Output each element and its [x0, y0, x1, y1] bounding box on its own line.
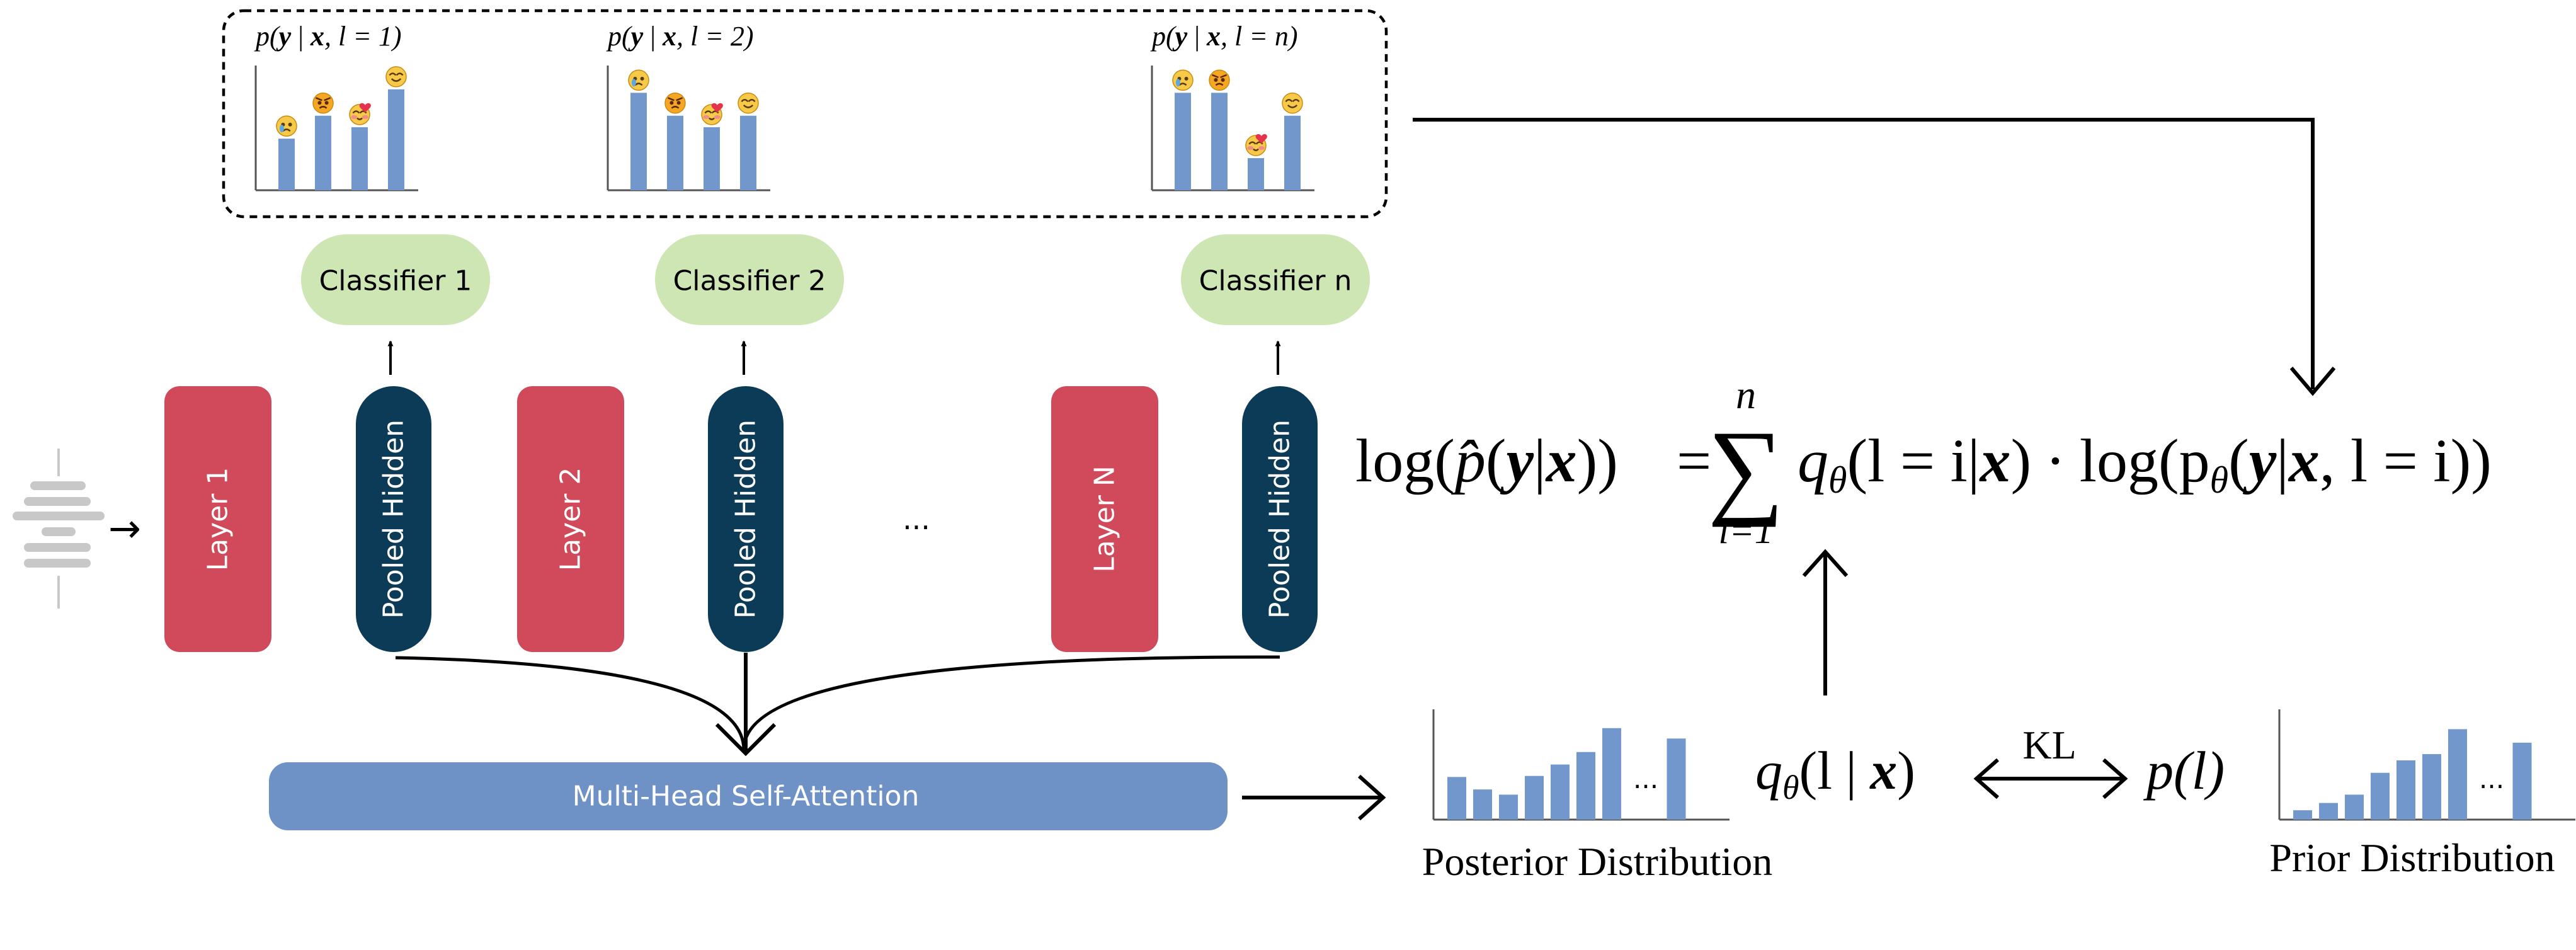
- formula-sum-symbol: ∑: [1707, 409, 1784, 527]
- prior-bar: [2448, 729, 2467, 820]
- classifier-outputs-box: [222, 9, 1388, 219]
- attention-arrowhead: [715, 723, 777, 757]
- layer-label: Layer 1: [202, 467, 234, 571]
- mini-chart-bar: [315, 115, 331, 190]
- layers-ellipsis: ...: [903, 502, 930, 536]
- pooled-label: Pooled Hidden: [1264, 420, 1296, 619]
- prior-bar: [2319, 803, 2338, 820]
- classifier-1: Classifier 1: [301, 234, 490, 325]
- happy-emoji-icon: [738, 92, 759, 114]
- attention-label: Multi-Head Self-Attention: [573, 781, 920, 813]
- kl-label: KL: [2022, 723, 2076, 767]
- posterior-ellipsis: ...: [1633, 764, 1658, 794]
- classifier-n: Classifier n: [1181, 234, 1370, 325]
- mini-chart-bar: [740, 115, 756, 190]
- kl-arrowhead-right: [2102, 758, 2128, 799]
- sad-emoji-icon: [628, 69, 649, 91]
- formula-sum-lower: i=1: [1718, 510, 1773, 551]
- posterior-formula: qθ(l | x): [1755, 740, 1915, 806]
- pooled-to-attention-connector: [395, 656, 746, 750]
- mini-chart-bar: [351, 127, 368, 190]
- input-audio-icon: [13, 449, 105, 609]
- pooled-label: Pooled Hidden: [378, 420, 410, 619]
- classifier-label: Classifier n: [1199, 265, 1352, 297]
- angry-emoji-icon: [664, 92, 686, 114]
- formula-sum-upper: n: [1736, 372, 1756, 417]
- mini-chart-bar: [1284, 115, 1301, 190]
- posterior-bar: [1667, 738, 1686, 820]
- classifier-label: Classifier 2: [673, 265, 826, 297]
- mini-chart-bar: [704, 127, 720, 190]
- mini-chart-title: p(y | x, l = 2): [606, 21, 754, 52]
- mini-chart-bar: [630, 93, 647, 190]
- layer-block-n: Layer N: [1051, 386, 1158, 652]
- posterior-bar: [1576, 752, 1595, 820]
- angry-emoji-icon: [312, 92, 334, 114]
- posterior-label: Posterior Distribution: [1422, 839, 1772, 884]
- posterior-bar: [1499, 794, 1518, 820]
- prior-formula: p(l): [2143, 740, 2225, 801]
- mini-chart-bar: [278, 139, 295, 190]
- prior-bar: [2512, 742, 2532, 820]
- layer-block-2: Layer 2: [517, 386, 624, 652]
- outputs-to-formula-connector: [1413, 118, 2315, 389]
- classifier-2-output-chart: p(y | x, l = 2): [606, 21, 770, 192]
- prior-label: Prior Distribution: [2269, 835, 2555, 880]
- pooled-hidden-n: Pooled Hidden: [1242, 386, 1318, 652]
- mini-chart-bar: [1211, 93, 1228, 190]
- mini-chart-title: p(y | x, l = n): [1150, 21, 1298, 52]
- mini-chart-bar: [1175, 93, 1191, 190]
- pooled-hidden-2: Pooled Hidden: [708, 386, 784, 652]
- layer-label: Layer N: [1089, 466, 1121, 573]
- prior-ellipsis: ...: [2479, 764, 2504, 794]
- mini-chart-bar: [388, 89, 404, 190]
- posterior-bar: [1473, 789, 1492, 820]
- prior-bar: [2345, 794, 2364, 820]
- mini-chart-bar: [667, 115, 683, 190]
- classifier-label: Classifier 1: [319, 265, 472, 297]
- prior-distribution-chart: ...: [2278, 709, 2575, 821]
- posterior-to-formula-arrowhead: [1802, 549, 1849, 578]
- input-arrow: →: [108, 505, 141, 551]
- layer-label: Layer 2: [555, 467, 587, 571]
- outputs-to-formula-arrowhead: [2289, 367, 2336, 396]
- pooled-to-attention-connector: [742, 655, 1280, 750]
- prior-bar: [2422, 754, 2441, 820]
- pooled-hidden-1: Pooled Hidden: [356, 386, 431, 652]
- formula-lhs: log(p̂(y|x)): [1355, 427, 1618, 495]
- love-emoji-icon: [701, 103, 723, 125]
- posterior-bar: [1525, 775, 1544, 820]
- attention-to-posterior-arrowhead: [1357, 774, 1386, 821]
- happy-emoji-icon: [385, 66, 407, 88]
- love-emoji-icon: [349, 103, 371, 125]
- love-emoji-icon: [1245, 134, 1267, 156]
- sad-emoji-icon: [1172, 69, 1194, 91]
- mini-chart-title: p(y | x, l = 1): [254, 21, 402, 52]
- kl-arrowhead-left: [1973, 758, 1999, 799]
- classifier-n-output-chart: p(y | x, l = n): [1150, 21, 1314, 192]
- multi-head-self-attention-block: Multi-Head Self-Attention: [269, 762, 1228, 830]
- formula-equals: =: [1677, 427, 1711, 495]
- classifier-1-output-chart: p(y | x, l = 1): [254, 21, 418, 192]
- posterior-distribution-chart: ...: [1432, 709, 1730, 821]
- prior-bar: [2293, 810, 2312, 820]
- happy-emoji-icon: [1282, 92, 1303, 114]
- posterior-bar: [1602, 728, 1621, 820]
- pooled-label: Pooled Hidden: [730, 420, 762, 619]
- angry-emoji-icon: [1209, 69, 1230, 91]
- mini-chart-bar: [1248, 158, 1264, 190]
- posterior-bar: [1551, 764, 1570, 820]
- posterior-bar: [1447, 777, 1466, 820]
- formula-rhs: qθ(l = i|x)·log(pθ(y|x, l = i)): [1798, 427, 2492, 501]
- classifier-2: Classifier 2: [655, 234, 844, 325]
- layer-block-1: Layer 1: [164, 386, 271, 652]
- marginal-likelihood-formula: log(p̂(y|x)) = n ∑ i=1 qθ(l = i|x)·log(p…: [1355, 372, 2492, 551]
- prior-bar: [2371, 772, 2390, 820]
- sad-emoji-icon: [276, 115, 297, 137]
- prior-bar: [2396, 760, 2415, 820]
